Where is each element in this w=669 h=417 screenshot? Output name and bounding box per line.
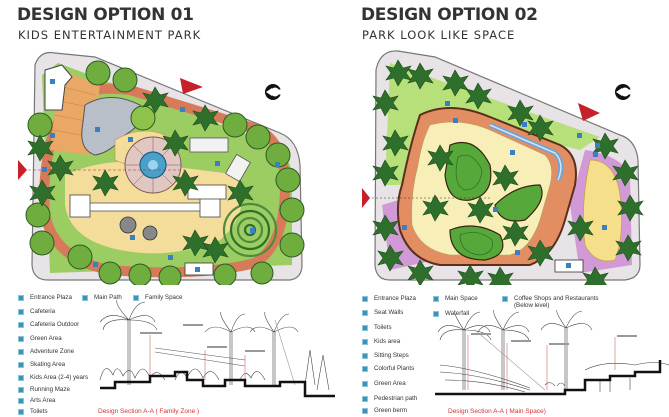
- option1-section-drawing: [99, 300, 335, 398]
- north-arrow-icon: [265, 84, 284, 100]
- legend-marker-icon: [362, 380, 368, 387]
- design-option-01-panel: DESIGN OPTION 01 KIDS ENTERTAINMENT PARK: [17, 5, 335, 415]
- legend-marker-icon: [362, 352, 368, 359]
- legend-item: Toilets: [18, 408, 48, 415]
- north-arrow-icon: [615, 84, 634, 100]
- legend-item: Kids area: [362, 338, 400, 345]
- legend-marker-icon: [18, 321, 24, 328]
- legend-item: Colorful Plants: [362, 365, 414, 372]
- legend-item: Entrance Plaza: [362, 295, 416, 302]
- legend-item: Family Space: [133, 294, 182, 301]
- entry-arrow-icon: [578, 103, 600, 121]
- option1-section-caption: Design Section A-A ( Family Zone ): [98, 408, 200, 415]
- legend-item: Pedestrian path: [362, 395, 417, 402]
- legend-item: Green Area: [362, 380, 406, 387]
- legend-marker-icon: [18, 294, 24, 301]
- legend-item: Kids Area (2-4) years: [18, 374, 88, 381]
- legend-marker-icon: [362, 295, 368, 302]
- legend-marker-icon: [362, 395, 368, 402]
- legend-marker-icon: [18, 386, 24, 393]
- design-option-02-panel: DESIGN OPTION 02 PARK LOOK LIKE SPACE: [340, 0, 669, 417]
- legend-item: Entrance Plaza: [18, 294, 72, 301]
- legend-marker-icon: [433, 295, 439, 302]
- legend-item: Waterfall: [433, 310, 469, 317]
- legend-marker-icon: [133, 294, 139, 301]
- legend-marker-icon: [18, 348, 24, 355]
- option2-site-plan: [362, 50, 644, 285]
- option2-section-caption: Design Section A-A ( Main Space): [448, 408, 546, 415]
- legend-marker-icon: [18, 397, 24, 404]
- option1-title: DESIGN OPTION 01: [17, 5, 194, 25]
- legend-item: Main Path: [82, 294, 122, 301]
- option2-title: DESIGN OPTION 02: [361, 5, 538, 25]
- tree-icons: [25, 60, 305, 285]
- legend-marker-icon: [502, 295, 508, 302]
- option1-site-plan: [18, 51, 305, 285]
- legend-item: Arts Area: [18, 397, 55, 404]
- legend-marker-icon: [18, 335, 24, 342]
- legend-item: Cafeteria Outdoor: [18, 321, 79, 328]
- legend-marker-icon: [362, 309, 368, 316]
- option2-section-drawing: [435, 310, 669, 396]
- legend-item: Adventure Zone: [18, 348, 74, 355]
- legend-item: Green berm: [362, 407, 407, 414]
- entry-arrow-icon: [180, 78, 203, 94]
- option1-subtitle: KIDS ENTERTAINMENT PARK: [18, 28, 202, 42]
- legend-marker-icon: [18, 374, 24, 381]
- legend-item: Main Space: [433, 295, 478, 302]
- option2-subtitle: PARK LOOK LIKE SPACE: [362, 28, 516, 42]
- legend-marker-icon: [433, 310, 439, 317]
- legend-marker-icon: [82, 294, 88, 301]
- legend-marker-icon: [362, 338, 368, 345]
- legend-item: Coffee Shops and Restaurants(Below level…: [502, 295, 599, 309]
- legend-marker-icon: [362, 324, 368, 331]
- legend-item: Green Area: [18, 335, 62, 342]
- legend-marker-icon: [18, 408, 24, 415]
- legend-item: Sitting Steps: [362, 352, 409, 359]
- legend-item: Cafeteria: [18, 308, 55, 315]
- legend-item: Toilets: [362, 324, 392, 331]
- legend-item: Seat Walls: [362, 309, 403, 316]
- legend-item: Running Maze: [18, 386, 70, 393]
- legend-item: Skating Area: [18, 361, 65, 368]
- legend-marker-icon: [18, 308, 24, 315]
- entry-arrow-icon: [18, 160, 27, 180]
- legend-marker-icon: [362, 407, 368, 414]
- legend-marker-icon: [362, 365, 368, 372]
- legend-marker-icon: [18, 361, 24, 368]
- entry-arrow-icon: [362, 188, 370, 208]
